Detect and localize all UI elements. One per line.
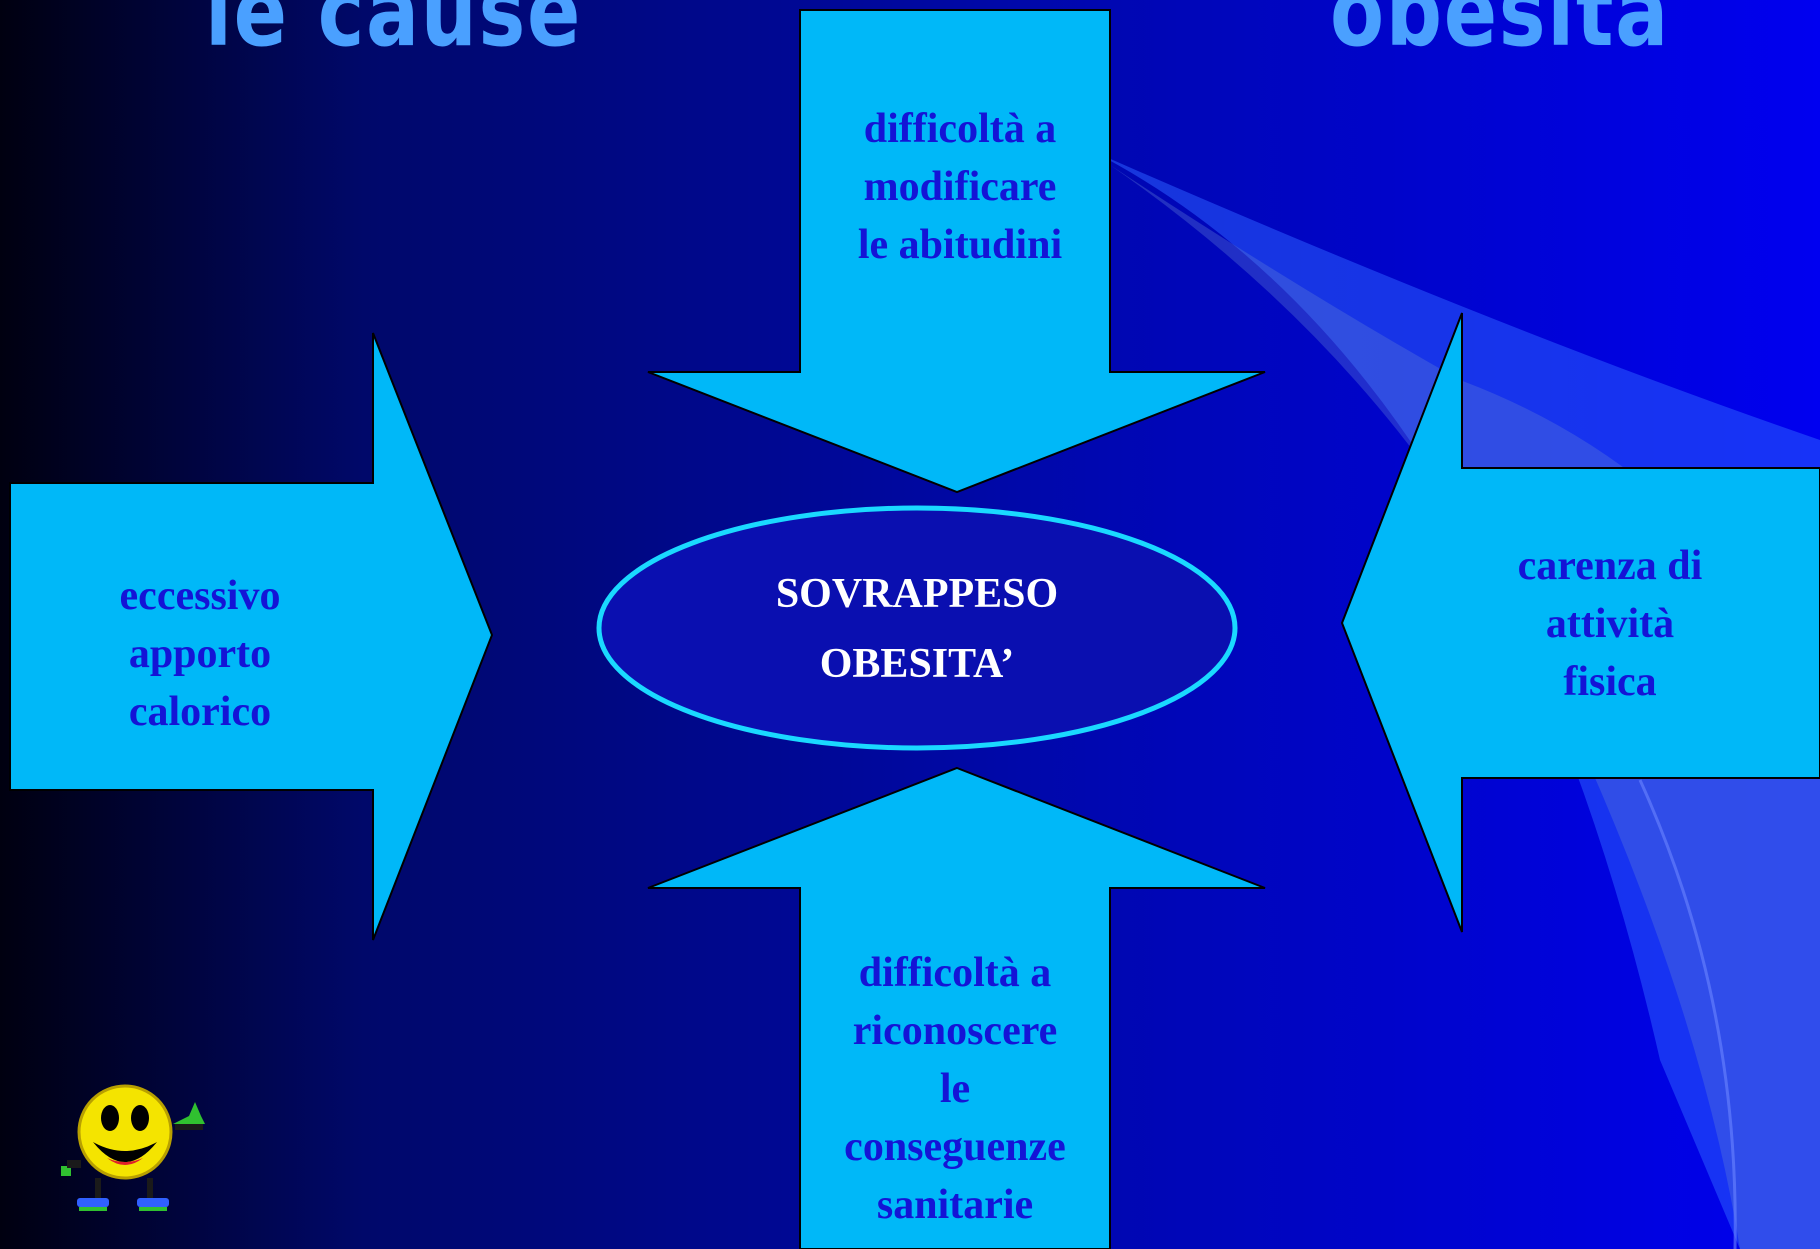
slide-title-right: obesità [1330,0,1670,68]
label-line: difficoltà a [863,106,1057,152]
label-line: fisica [1563,659,1657,705]
arrow-top [647,9,1266,494]
arrow-bottom [647,766,1266,1249]
center-line-2: OBESITA’ [819,641,1015,687]
label-line: modificare [863,164,1057,210]
label-line: le abitudini [857,222,1063,268]
label-line: eccessivo [119,573,281,619]
center-ellipse [596,505,1238,751]
arrow-right [1340,312,1820,933]
slide-title-left: le cause [205,0,582,68]
label-line: sanitarie [876,1182,1034,1228]
label-line: difficoltà a [858,950,1052,996]
label-line: carenza di [1517,543,1703,589]
center-line-1: SOVRAPPESO [775,571,1059,617]
label-line: attività [1545,601,1675,647]
arrow-left-label: eccessivo apporto calorico [70,567,330,741]
arrow-top-label: difficoltà a modificare le abitudini [830,100,1090,274]
arrow-left [9,332,494,941]
label-line: riconoscere [852,1008,1058,1054]
arrow-bottom-label: difficoltà a riconoscere le conseguenze … [810,944,1100,1234]
label-line: apporto [128,631,272,677]
label-line: conseguenze [844,1124,1066,1170]
label-line: calorico [128,689,272,735]
waving-smiley-icon [61,1084,205,1211]
label-line: le [939,1066,971,1112]
center-label: SOVRAPPESO OBESITA’ [707,565,1127,693]
arrow-right-label: carenza di attività fisica [1480,537,1740,711]
